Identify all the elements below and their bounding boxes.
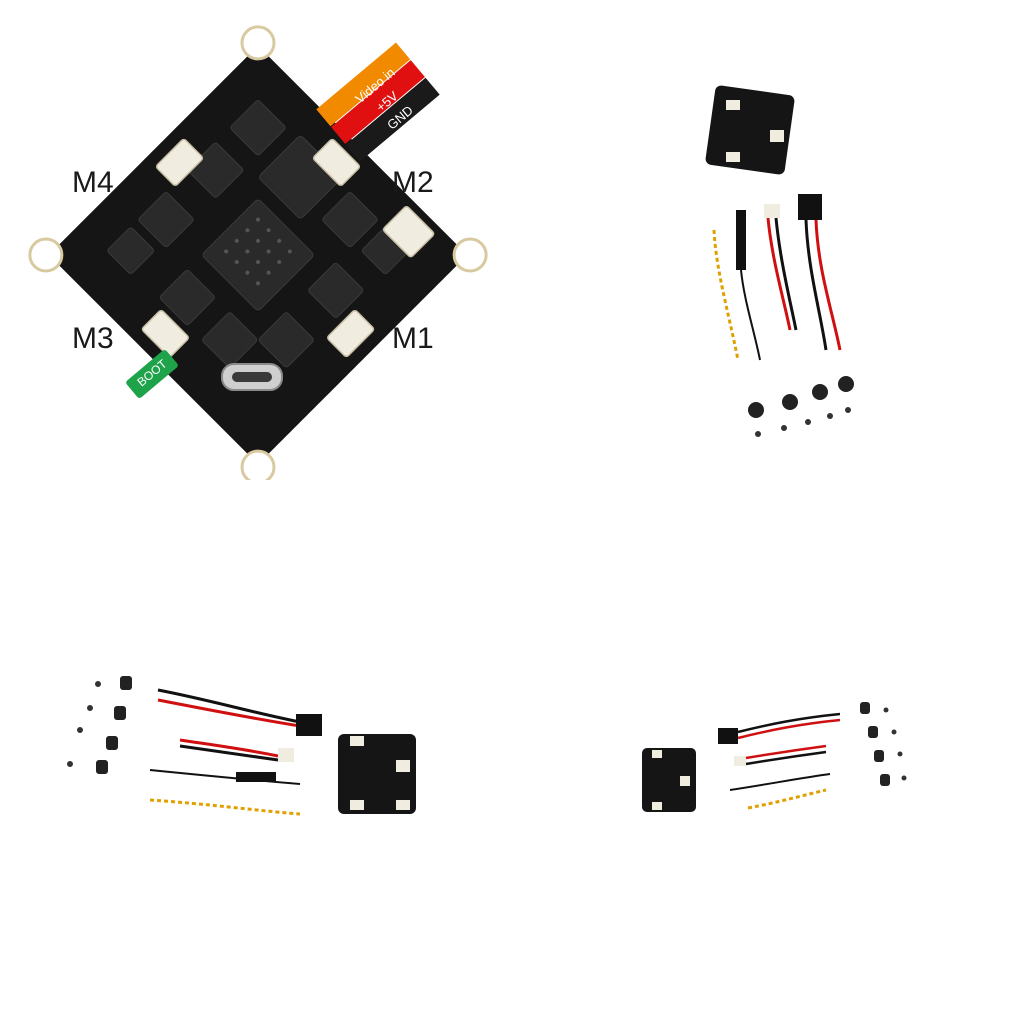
accessories-panel-bottom-right — [630, 680, 930, 840]
annotated-board-panel: Video in +5V GND BOOT M4 M2 M3 M1 — [0, 0, 512, 480]
mounting-hole — [28, 25, 488, 480]
motor-label-m4: M4 — [72, 166, 114, 199]
boot-tag — [126, 350, 178, 398]
motor-label-m1: M1 — [392, 322, 434, 355]
accessories-panel-bottom-left — [50, 660, 450, 860]
product-photo — [67, 676, 416, 816]
wire-tags — [316, 42, 440, 162]
motor-label-m2: M2 — [392, 166, 434, 199]
motor-label-m3: M3 — [72, 322, 114, 355]
product-photo — [705, 85, 854, 437]
product-photo — [642, 702, 907, 812]
board-illustration — [28, 25, 488, 480]
accessories-panel-top-right — [680, 70, 880, 470]
